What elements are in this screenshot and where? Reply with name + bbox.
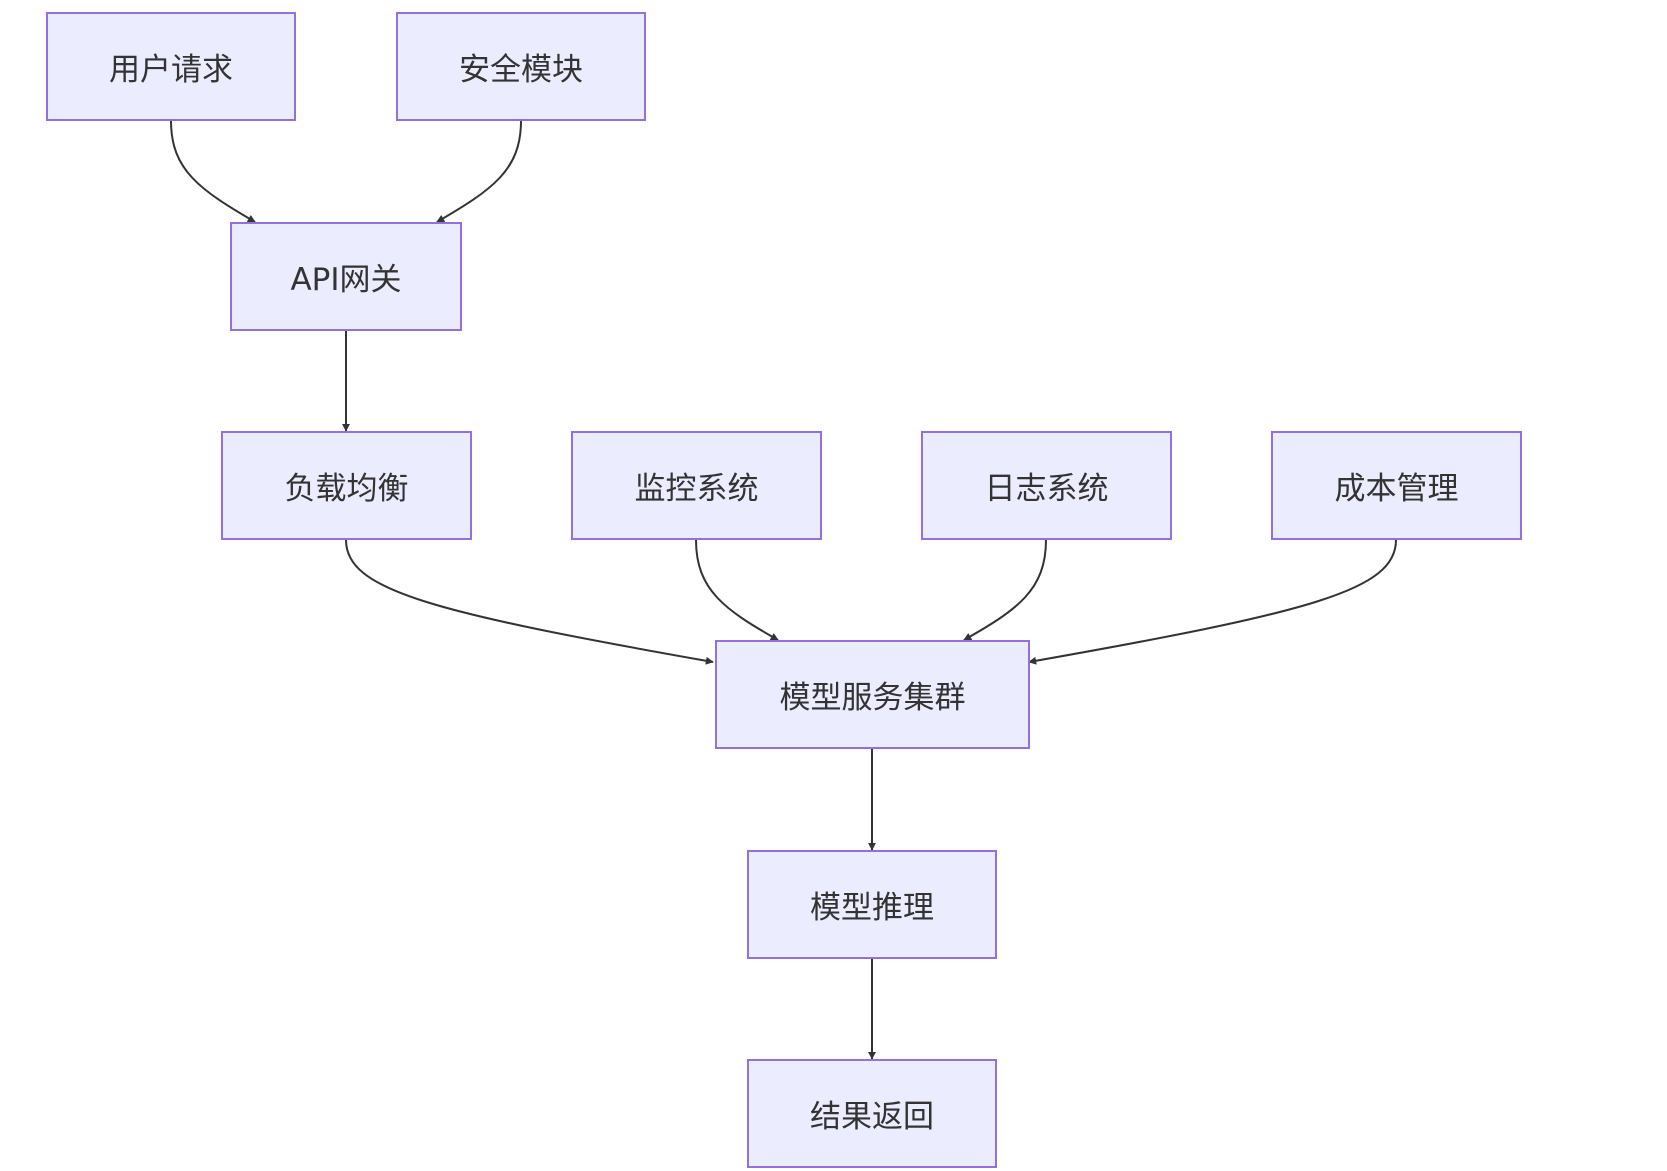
edge-cost-to-cluster [1028, 539, 1397, 665]
node-label: 成本管理 [1334, 471, 1459, 507]
node-cost-management: 成本管理 [1271, 431, 1522, 540]
edge-loadbalance-to-cluster [345, 539, 714, 665]
node-label: 安全模块 [459, 52, 583, 88]
edge-monitor-to-cluster [695, 539, 779, 641]
node-load-balance: 负载均衡 [221, 431, 472, 540]
node-user-request: 用户请求 [46, 12, 296, 121]
edge-log-to-cluster [963, 539, 1047, 641]
node-label: 结果返回 [810, 1099, 934, 1135]
node-model-service-cluster: 模型服务集群 [715, 640, 1030, 749]
edge-security-to-gateway [436, 120, 522, 223]
node-label: API网关 [290, 262, 402, 298]
node-label: 模型服务集群 [779, 680, 966, 716]
node-label: 负载均衡 [284, 471, 409, 507]
node-logging-system: 日志系统 [921, 431, 1172, 540]
node-label: 日志系统 [984, 471, 1109, 507]
node-model-inference: 模型推理 [747, 850, 997, 959]
node-result-return: 结果返回 [747, 1059, 997, 1168]
node-api-gateway: API网关 [230, 222, 462, 331]
node-label: 模型推理 [810, 890, 934, 926]
node-monitoring-system: 监控系统 [571, 431, 822, 540]
node-label: 用户请求 [109, 52, 233, 88]
node-security-module: 安全模块 [396, 12, 646, 121]
node-label: 监控系统 [634, 471, 759, 507]
edge-user-to-gateway [170, 120, 256, 223]
